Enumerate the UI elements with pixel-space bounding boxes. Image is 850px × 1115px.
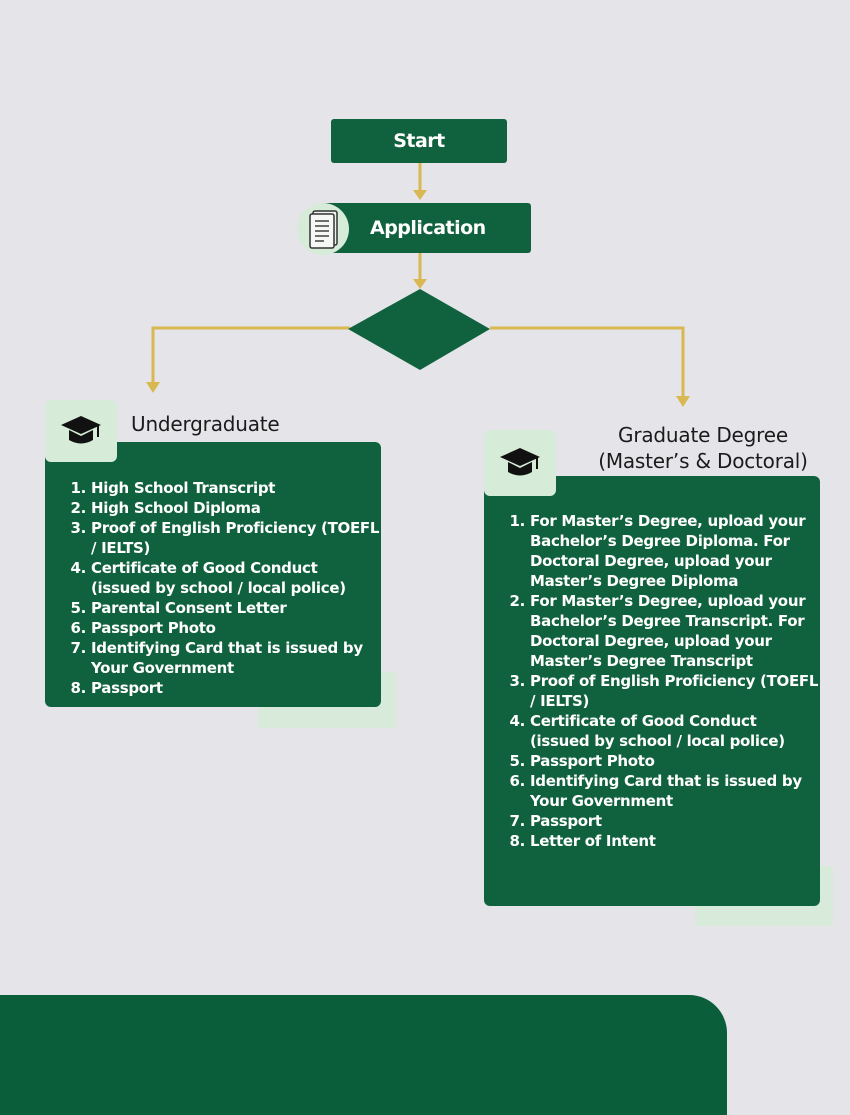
connector-lines: [151, 163, 685, 400]
list-item: For Master’s Degree, upload your Bachelo…: [530, 591, 820, 671]
list-item: Parental Consent Letter: [91, 598, 381, 618]
start-label: Start: [393, 130, 445, 152]
graduate-icon-tab: [484, 430, 556, 496]
arrow-decision-to-undergraduate: [151, 326, 350, 385]
list-item: Letter of Intent: [530, 831, 820, 851]
arrowhead-application: [413, 190, 427, 200]
application-node: Application: [320, 203, 531, 253]
application-icon-badge: [297, 203, 349, 255]
bottom-banner: [0, 995, 727, 1115]
list-item: High School Transcript: [91, 478, 381, 498]
graduate-title: Graduate Degree (Master’s & Doctoral): [583, 422, 823, 474]
undergraduate-requirements-list: High School Transcript High School Diplo…: [45, 478, 381, 698]
document-icon: [309, 210, 338, 249]
arrow-decision-to-graduate: [490, 326, 685, 400]
graduate-requirements-list: For Master’s Degree, upload your Bachelo…: [484, 511, 820, 851]
graduate-title-line1: Graduate Degree: [618, 423, 788, 447]
arrowhead-decision: [413, 279, 427, 289]
list-item: For Master’s Degree, upload your Bachelo…: [530, 511, 820, 591]
graduate-panel: For Master’s Degree, upload your Bachelo…: [484, 476, 820, 906]
list-item: Proof of English Proficiency (TOEFL / IE…: [91, 518, 381, 558]
application-label: Application: [370, 217, 486, 239]
list-item: Passport: [91, 678, 381, 698]
graduation-cap-icon: [500, 448, 540, 476]
start-node: Start: [331, 119, 507, 163]
graduate-title-line2: (Master’s & Doctoral): [598, 449, 808, 473]
list-item: Certificate of Good Conduct (issued by s…: [530, 711, 820, 751]
undergraduate-icon-tab: [45, 400, 117, 462]
undergraduate-panel: High School Transcript High School Diplo…: [45, 442, 381, 707]
undergraduate-title: Undergraduate: [131, 412, 280, 436]
list-item: Passport Photo: [530, 751, 820, 771]
arrow-heads: [146, 190, 690, 407]
list-item: Proof of English Proficiency (TOEFL / IE…: [530, 671, 820, 711]
arrowhead-undergraduate: [146, 382, 160, 393]
arrowhead-graduate: [676, 396, 690, 407]
list-item: Identifying Card that is issued by Your …: [91, 638, 381, 678]
list-item: Passport Photo: [91, 618, 381, 638]
graduation-cap-icon: [61, 416, 101, 444]
decision-diamond: [348, 289, 490, 370]
list-item: Certificate of Good Conduct (issued by s…: [91, 558, 381, 598]
list-item: High School Diploma: [91, 498, 381, 518]
list-item: Passport: [530, 811, 820, 831]
list-item: Identifying Card that is issued by Your …: [530, 771, 820, 811]
